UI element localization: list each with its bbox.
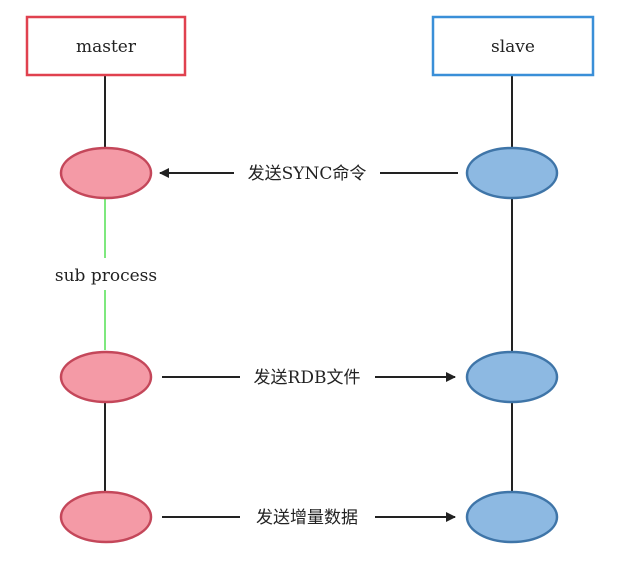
master-node-box [25, 15, 187, 77]
message-label-incremental: 发送增量数据 [256, 508, 358, 528]
master-activation-incremental [59, 490, 153, 544]
master-activation-rdb [59, 350, 153, 404]
subprocess-label: sub process [55, 266, 157, 286]
master-node-label: master [76, 37, 137, 57]
slave-node-box [431, 15, 595, 77]
slave-node-label: slave [491, 37, 535, 57]
slave-activation-rdb [465, 350, 559, 404]
slave-activation-sync [465, 146, 559, 200]
slave-activation-incremental [465, 490, 559, 544]
message-label-sync: 发送SYNC命令 [248, 164, 367, 184]
message-label-rdb: 发送RDB文件 [254, 368, 361, 388]
master-activation-sync [59, 146, 153, 200]
